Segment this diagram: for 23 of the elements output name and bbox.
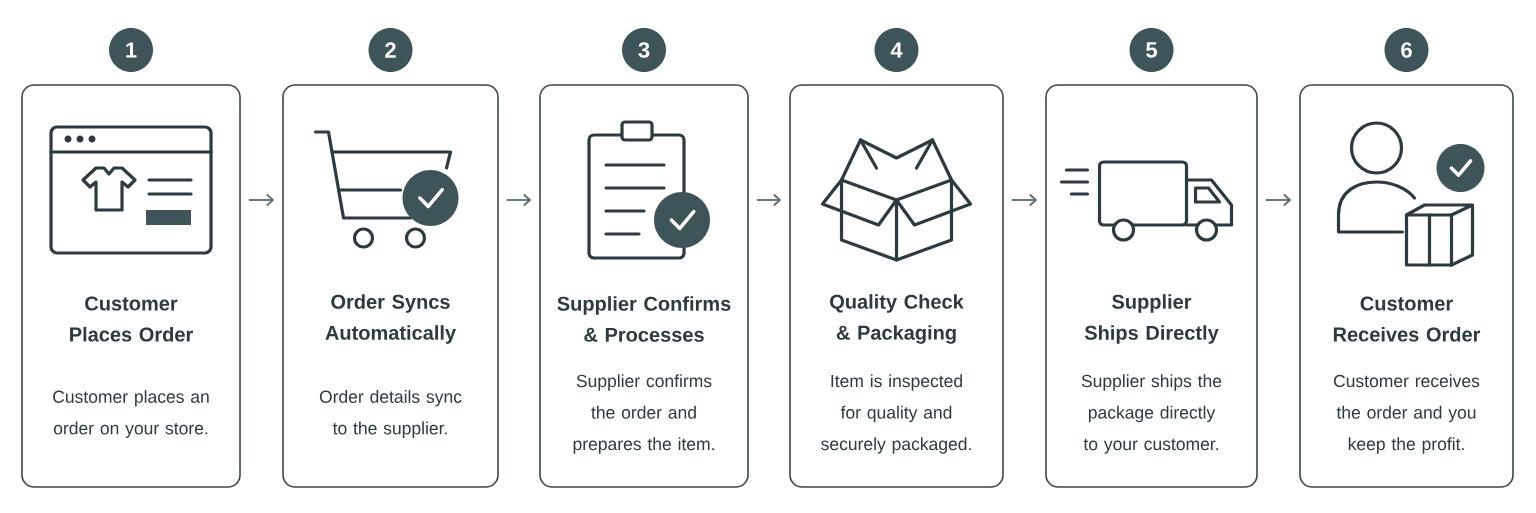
arrow (505, 193, 532, 207)
step-title: Order Syncs Automatically (325, 294, 456, 344)
arrow (755, 193, 782, 207)
arrow (1264, 193, 1292, 207)
step-title: Supplier Ships Directly (1084, 294, 1219, 344)
step-description: Customer receives the order and you keep the profit. (1333, 374, 1480, 454)
step-title: Customer Receives Order (1333, 296, 1481, 342)
arrow (1010, 193, 1038, 207)
step-description: Item is inspected for quality and securely packaged. (821, 374, 971, 454)
step-description: Supplier confirms the order and prepares the item. (573, 374, 714, 454)
step-title: Customer Places Order (70, 296, 193, 342)
step-number-badge: 1 (109, 28, 153, 72)
step-number-badge: 5 (1129, 28, 1174, 72)
step-number-badge: 6 (1384, 28, 1429, 72)
step-description: Supplier ships the package directly to your customer. (1081, 374, 1222, 454)
step-number-badge: 4 (874, 28, 919, 72)
step-title: Supplier Confirms & Processes (557, 296, 731, 342)
step-title: Quality Check & Packaging (830, 294, 964, 344)
step-number-badge: 2 (368, 28, 413, 72)
arrow (247, 193, 275, 207)
step-description: Order details sync to the supplier. (319, 390, 462, 438)
step-number-badge: 3 (622, 28, 666, 72)
step-description: Customer places an order on your store. (53, 390, 209, 438)
